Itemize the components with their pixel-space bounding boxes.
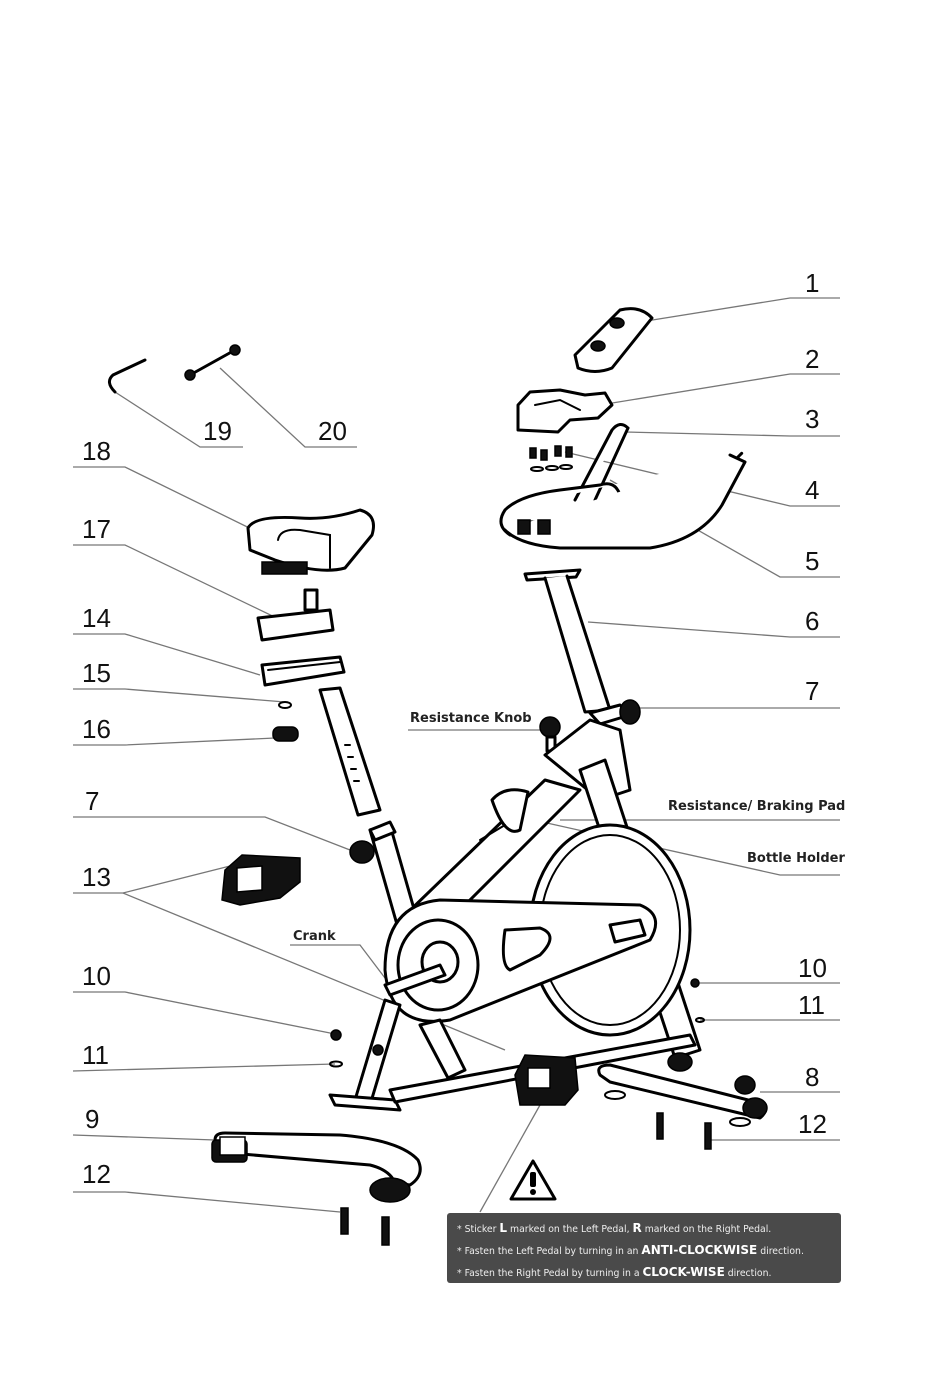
part-number-10-left: 10 [82, 961, 111, 991]
part-number-18: 18 [82, 436, 111, 466]
knob-part [272, 726, 299, 742]
part-number-16: 16 [82, 714, 111, 744]
part-number-5: 5 [805, 546, 819, 576]
note-emphasis: ANTI-CLOCKWISE [641, 1243, 758, 1257]
bottle-holder-label: Bottle Holder [747, 851, 845, 866]
part-number-13: 13 [82, 862, 111, 892]
leader-lines-left [72, 367, 540, 1213]
note-text: * Fasten the Right Pedal by turning in a [457, 1268, 643, 1279]
washer-part [278, 701, 292, 709]
part-number-20: 20 [318, 416, 347, 446]
main-frame-part [328, 718, 702, 1112]
warning-triangle-icon [509, 1159, 557, 1201]
part-number-10-right: 10 [798, 953, 827, 983]
part-number-3: 3 [805, 404, 819, 434]
bolts-part [529, 445, 573, 472]
pedal-installation-note: * Sticker L marked on the Left Pedal, R … [447, 1213, 841, 1283]
part-number-6: 6 [805, 606, 819, 636]
part-number-7-left: 7 [85, 786, 99, 816]
part-number-4: 4 [805, 475, 819, 505]
note-text: direction. [757, 1246, 804, 1257]
bolt-12-left-b [381, 1216, 390, 1246]
seat-clamp-part [256, 588, 335, 642]
note-line-3: * Fasten the Right Pedal by turning in a… [457, 1262, 841, 1284]
allen-key-part [108, 358, 147, 394]
bolt-12-right-b [704, 1122, 712, 1150]
bolt-12-right-a [656, 1112, 664, 1140]
adjustment-knob-right-part [588, 699, 641, 726]
part-number-14: 14 [82, 603, 111, 633]
part-number-2: 2 [805, 344, 819, 374]
part-number-17: 17 [82, 514, 111, 544]
adjustment-knob-left-part [349, 820, 397, 864]
note-emphasis: CLOCK-WISE [642, 1265, 725, 1279]
part-number-11-left: 11 [82, 1040, 109, 1070]
part-number-labels: 1 2 3 4 5 6 7 7 8 9 10 10 11 11 12 12 13… [82, 268, 827, 1189]
resistance-knob-part [539, 716, 561, 753]
leader-lines-right [479, 297, 840, 1213]
note-text: * Sticker [457, 1224, 500, 1235]
part-number-12-right: 12 [798, 1109, 827, 1139]
seat-slider-part [260, 655, 346, 687]
seat-post-part [318, 686, 382, 817]
crank-label: Crank [293, 929, 336, 944]
note-text: marked on the Left Pedal, [507, 1224, 633, 1235]
bottle-holder-part [479, 788, 530, 841]
callout-labels: Resistance Knob Resistance/ Braking Pad … [293, 711, 845, 944]
bolt-right-part [690, 978, 700, 988]
part-number-11-right: 11 [798, 990, 825, 1020]
part-number-8: 8 [805, 1062, 819, 1092]
note-line-2: * Fasten the Left Pedal by turning in an… [457, 1240, 841, 1262]
part-number-19: 19 [203, 416, 232, 446]
part-number-12-left: 12 [82, 1159, 111, 1189]
part-number-1: 1 [805, 268, 819, 298]
front-stabilizer-part [597, 1052, 768, 1127]
note-left-marker: L [499, 1221, 508, 1235]
note-text: marked on the Right Pedal. [641, 1224, 772, 1235]
note-right-marker: R [632, 1221, 642, 1235]
console-part [573, 307, 654, 373]
handlebar-part [499, 423, 747, 550]
part-number-15: 15 [82, 658, 111, 688]
resistance-knob-label: Resistance Knob [410, 711, 532, 726]
pedal-left-part [221, 854, 301, 906]
washer-right-part [695, 1017, 705, 1023]
handlebar-post-part [523, 568, 612, 714]
part-number-7-right: 7 [805, 676, 819, 706]
console-bracket-part [516, 388, 614, 434]
wrench-part [184, 344, 241, 381]
rear-stabilizer-part [211, 1131, 422, 1203]
bolt-12-left-a [340, 1207, 349, 1235]
note-text: * Fasten the Left Pedal by turning in an [457, 1246, 642, 1257]
bolt-left-part [330, 1029, 342, 1041]
braking-pad-label: Resistance/ Braking Pad [668, 799, 845, 814]
part-number-9: 9 [85, 1104, 99, 1134]
pedal-right-part [514, 1054, 579, 1106]
washer-left-part [329, 1060, 343, 1068]
saddle-part [246, 508, 375, 575]
note-text: direction. [724, 1268, 772, 1279]
note-line-1: * Sticker L marked on the Left Pedal, R … [457, 1218, 841, 1240]
